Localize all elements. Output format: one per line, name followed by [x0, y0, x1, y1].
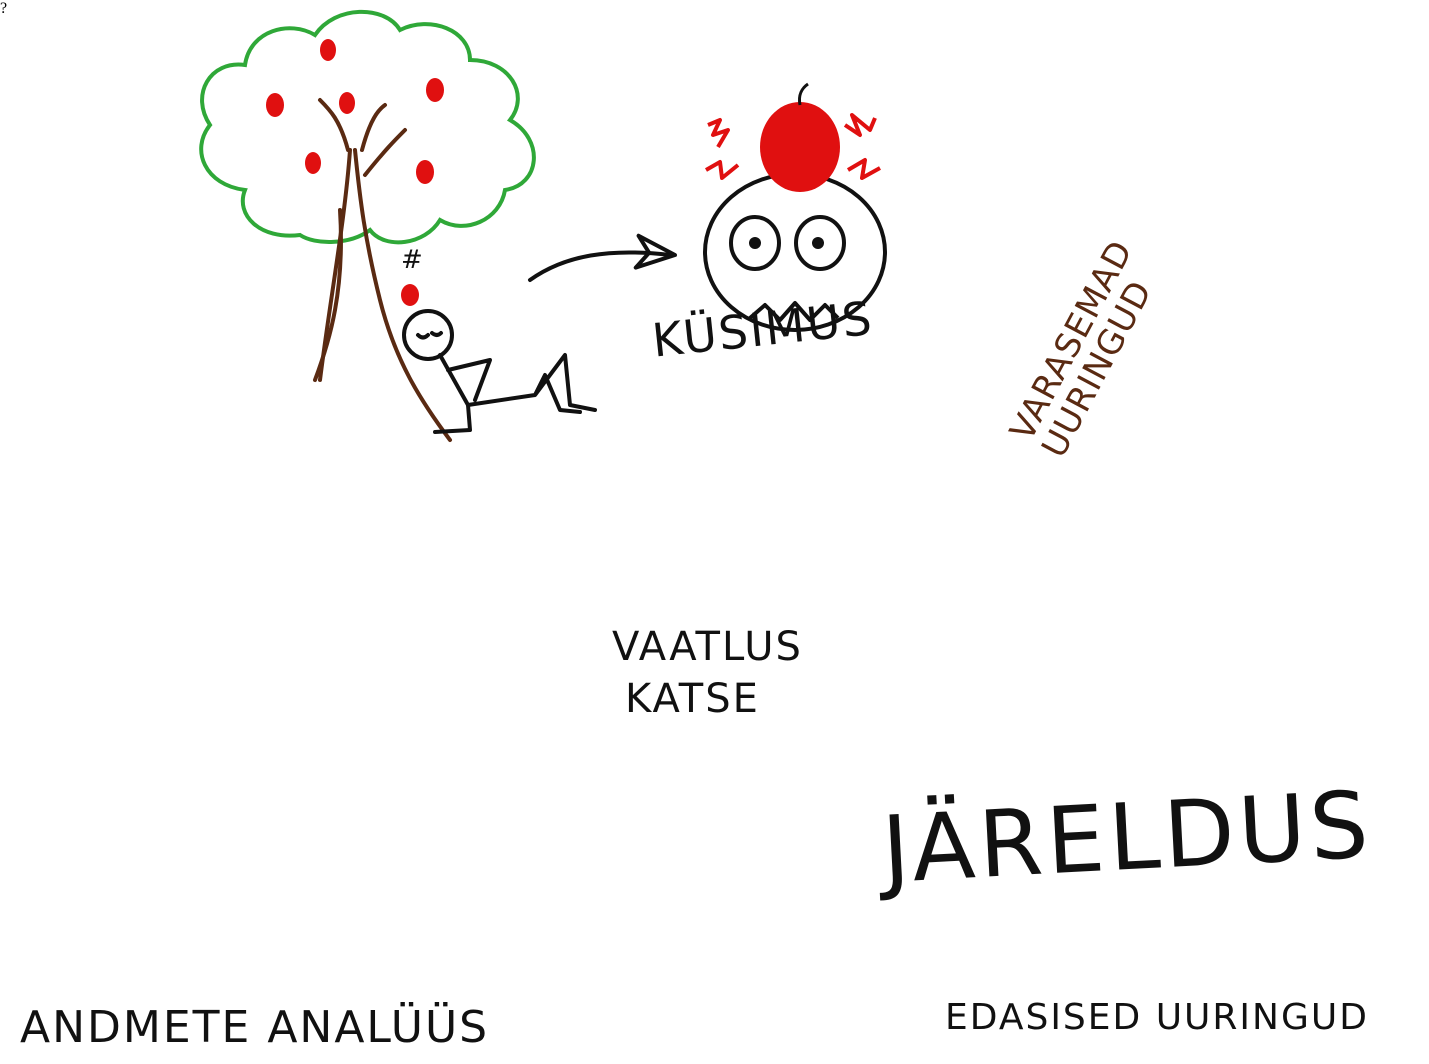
apple-tree-icon	[199, 9, 536, 442]
experiment-label: KATSE	[625, 676, 760, 722]
reclining-person-icon	[402, 309, 597, 434]
conclusion-label: JÄRELDUS	[879, 771, 1375, 904]
further-research-label: EDASISED UURINGUD	[945, 997, 1369, 1038]
question-mark: ?	[0, 0, 8, 17]
surprised-face-icon	[703, 82, 887, 332]
data-analysis-label: ANDMETE ANALÜÜS	[20, 1002, 490, 1053]
observation-label: VAATLUS	[612, 624, 803, 670]
arrow-icon	[528, 233, 679, 282]
thought-bubble-icon: ?	[0, 0, 7, 17]
bump-mark: #	[401, 245, 423, 275]
